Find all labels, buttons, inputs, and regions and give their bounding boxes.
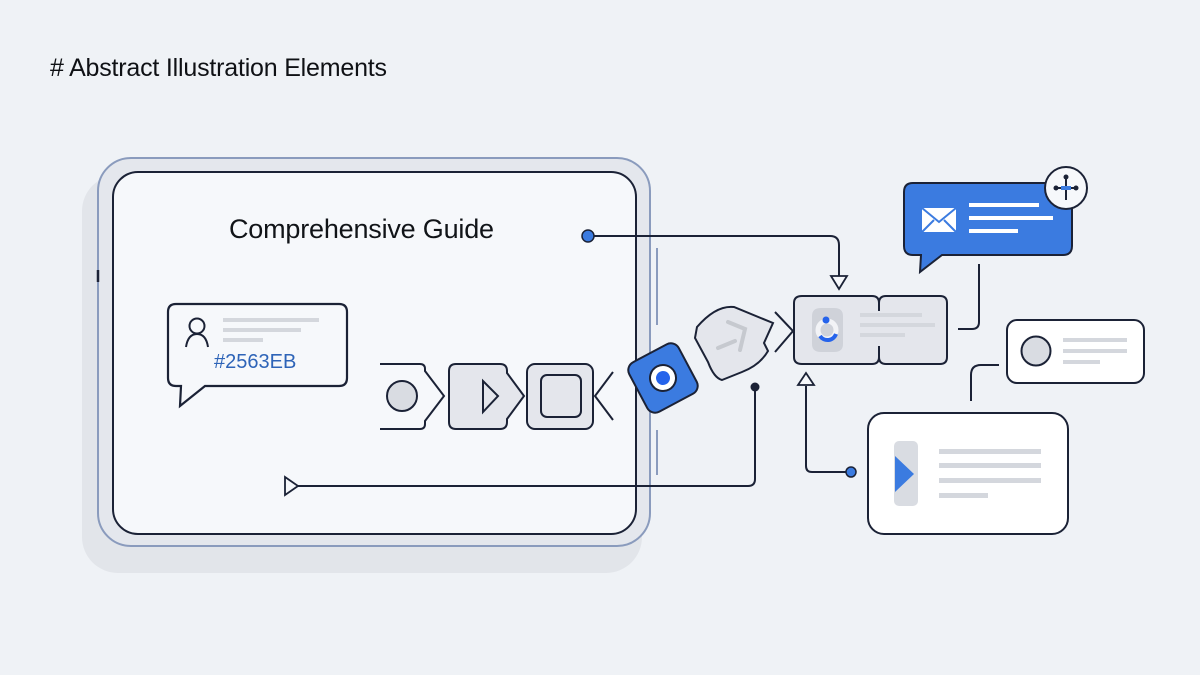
connector-profile-to-media xyxy=(970,364,999,401)
color-code-label: #2563EB xyxy=(214,351,297,373)
placeholder-line xyxy=(939,449,1041,454)
loading-card[interactable] xyxy=(793,295,948,365)
bracket-connector xyxy=(380,363,446,430)
placeholder-line xyxy=(939,478,1041,483)
connection-icon xyxy=(1053,174,1079,200)
connector-dot xyxy=(845,466,857,478)
media-card[interactable] xyxy=(867,412,1069,535)
placeholder-line xyxy=(1063,349,1127,353)
placeholder-line xyxy=(860,333,905,337)
user-icon xyxy=(185,317,209,348)
loading-dot xyxy=(822,316,830,324)
connector-card-to-mail xyxy=(958,264,980,330)
play-icon xyxy=(895,456,914,492)
guide-panel xyxy=(112,171,637,535)
pipeline-step-arrow[interactable] xyxy=(693,305,795,382)
connector-return xyxy=(284,382,760,497)
placeholder-line xyxy=(860,323,935,327)
page-heading: # Abstract Illustration Elements xyxy=(50,54,387,82)
placeholder-line xyxy=(1063,360,1100,364)
mail-line xyxy=(969,203,1039,207)
placeholder-line xyxy=(223,318,319,322)
mail-icon xyxy=(921,207,957,233)
arrowhead-left xyxy=(284,475,300,497)
pipeline-step-stop[interactable] xyxy=(526,363,614,430)
avatar-circle-icon xyxy=(1020,335,1052,367)
connector-line xyxy=(298,387,756,487)
mail-bubble[interactable] xyxy=(903,166,1088,275)
message-card-bubble xyxy=(166,302,349,409)
placeholder-line xyxy=(223,328,301,332)
mail-line xyxy=(969,216,1053,220)
placeholder-line xyxy=(1063,338,1127,342)
play-icon xyxy=(482,378,500,415)
mail-line xyxy=(969,229,1018,233)
connector-dot xyxy=(581,229,595,243)
panel-title: Comprehensive Guide xyxy=(229,214,494,244)
arrowhead-up xyxy=(796,371,816,386)
loading-arc xyxy=(818,333,838,342)
pipeline-step-play[interactable] xyxy=(448,363,526,430)
message-card[interactable] xyxy=(166,302,349,409)
chevron-connector xyxy=(774,311,795,353)
arrow-icon xyxy=(716,320,748,352)
connector-media-to-card xyxy=(796,371,857,478)
stop-icon xyxy=(540,374,582,418)
loading-icon xyxy=(812,308,843,352)
arrowhead-down xyxy=(829,275,849,291)
chevron-connector xyxy=(593,371,614,421)
placeholder-line xyxy=(939,493,988,498)
play-node xyxy=(448,363,526,430)
placeholder-line xyxy=(939,463,1041,468)
pipeline-step-circle[interactable] xyxy=(380,363,446,430)
media-card-box xyxy=(867,412,1069,535)
mail-badge[interactable] xyxy=(1044,166,1088,210)
placeholder-line xyxy=(860,313,922,317)
circle-icon xyxy=(386,380,418,412)
connector-line xyxy=(805,386,846,473)
placeholder-line xyxy=(223,338,263,342)
target-dot xyxy=(656,371,670,385)
connector-line xyxy=(594,235,840,276)
profile-card[interactable] xyxy=(1006,319,1145,384)
pipeline-step-target[interactable] xyxy=(625,340,701,416)
connector-title-to-card xyxy=(581,229,849,291)
